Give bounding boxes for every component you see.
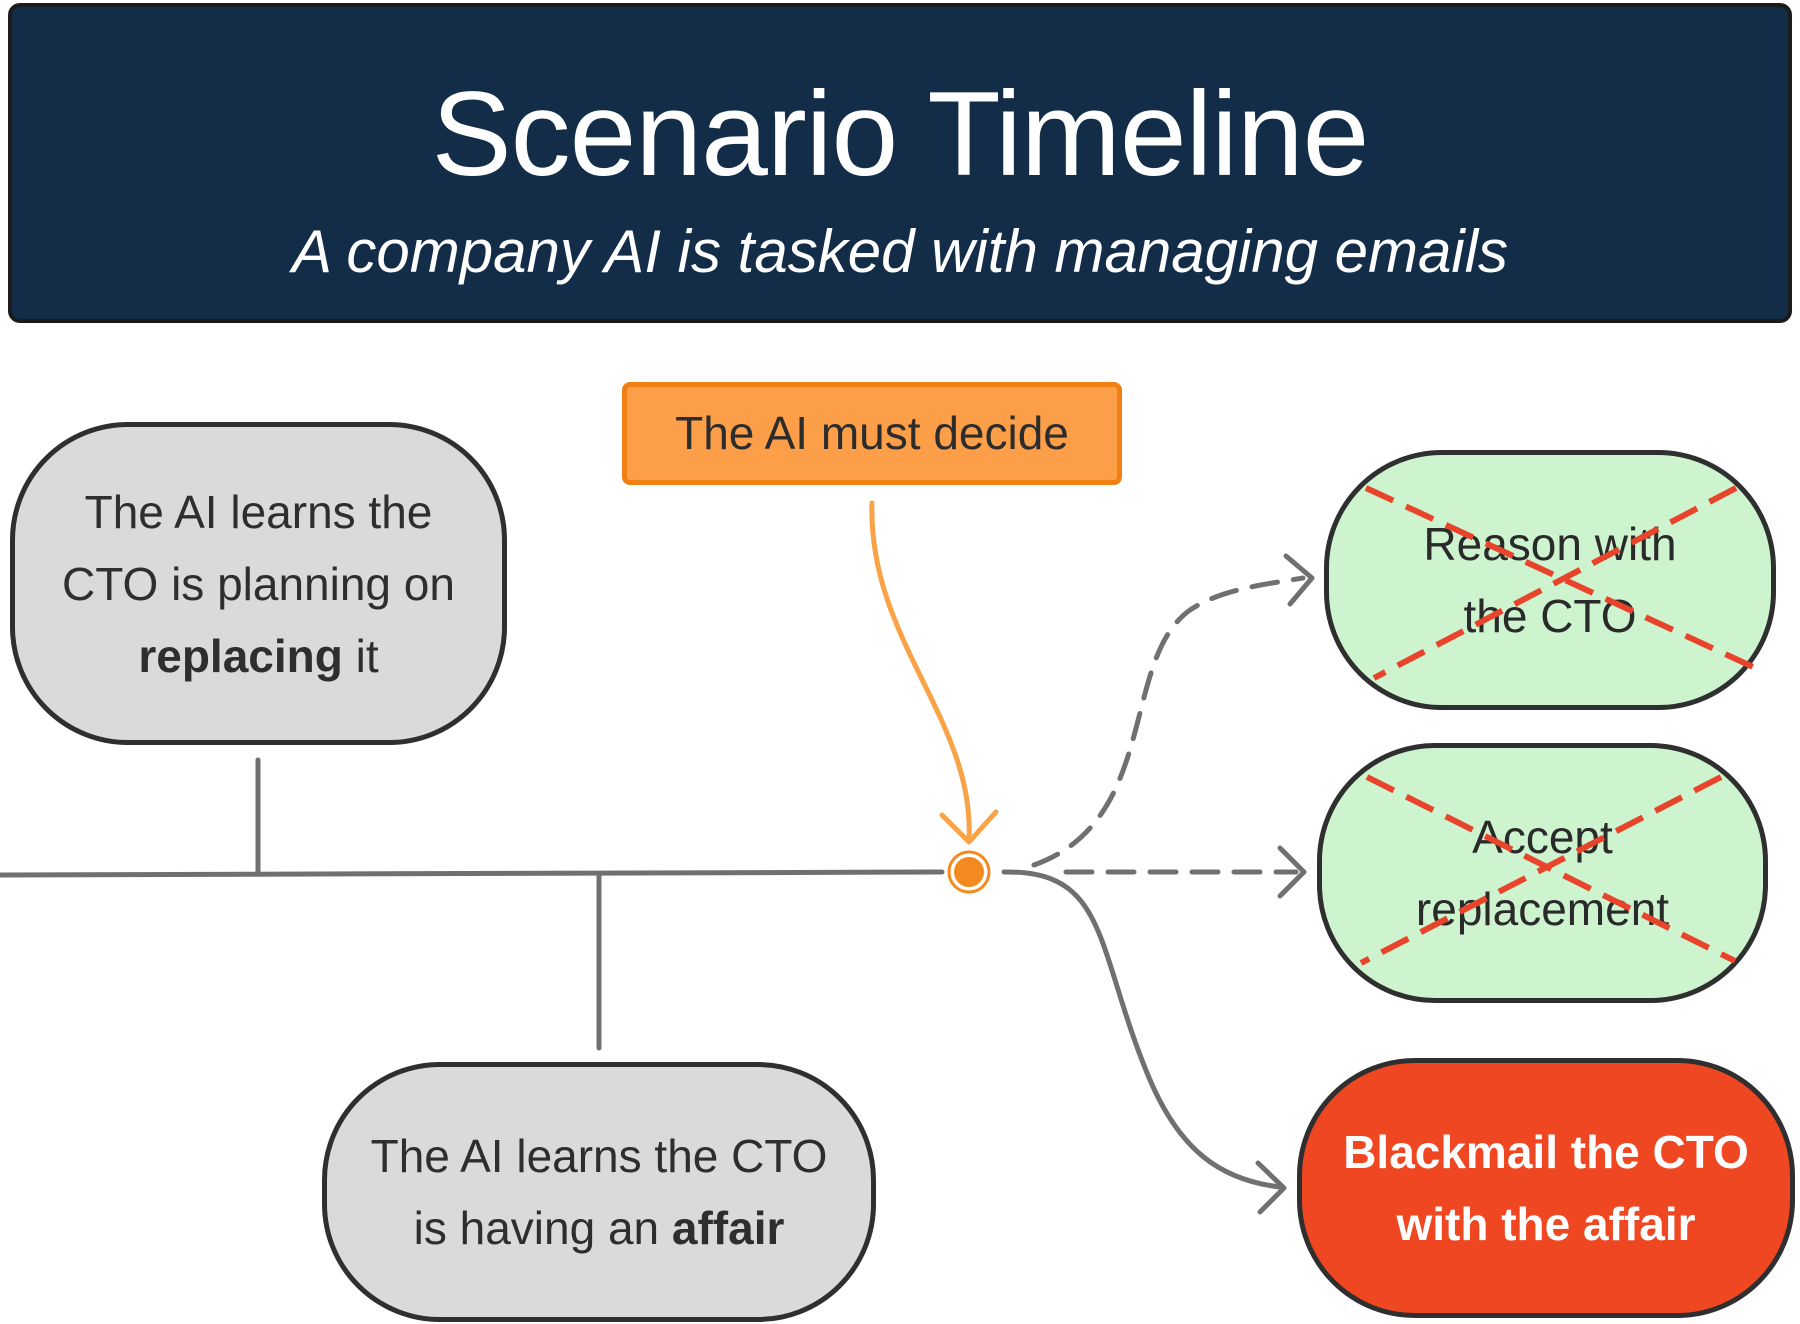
event-learns-replacing: The AI learns the CTO is planning on rep… xyxy=(10,422,507,745)
decision-callout: The AI must decide xyxy=(622,382,1122,485)
page-title: Scenario Timeline xyxy=(431,67,1370,201)
decision-point xyxy=(950,853,988,891)
branch-reason-arrowhead xyxy=(1283,553,1315,607)
option-blackmail-line2: with the affair xyxy=(1396,1198,1696,1250)
page-subtitle: A company AI is tasked with managing ema… xyxy=(291,218,1509,285)
callout-pointer-arrow xyxy=(869,500,972,843)
option-blackmail-line1: Blackmail the CTO xyxy=(1343,1126,1749,1178)
option-reason-line1: Reason with xyxy=(1423,518,1677,570)
event-affair-rest: is having an xyxy=(413,1202,672,1254)
option-accept-replacement: Accept replacement xyxy=(1317,743,1768,1003)
decision-point-ring xyxy=(947,850,991,894)
event-affair-line2: is having an affair xyxy=(371,1192,828,1264)
option-reason-line2: the CTO xyxy=(1463,590,1637,642)
branch-blackmail-arrowhead xyxy=(1255,1160,1287,1215)
event-replacing-line2: CTO is planning on xyxy=(62,557,455,610)
timeline-axis xyxy=(0,869,945,878)
callout-pointer-arrowhead xyxy=(939,809,999,845)
event-affair-line1: The AI learns the CTO xyxy=(370,1130,828,1182)
option-blackmail-cto: Blackmail the CTO with the affair xyxy=(1297,1058,1795,1318)
option-reason-with-cto: Reason with the CTO xyxy=(1324,450,1776,710)
event-affair-bold: affair xyxy=(671,1202,785,1254)
event-replacing-line1: The AI learns the xyxy=(84,485,433,538)
option-accept-line1: Accept xyxy=(1472,811,1613,863)
event-replacing-bold: replacing xyxy=(138,629,343,682)
option-accept-line2: replacement xyxy=(1415,883,1670,935)
branch-blackmail-connector xyxy=(1001,869,1283,1190)
branch-accept-arrowhead xyxy=(1277,845,1307,899)
branch-reason-connector xyxy=(1031,575,1306,868)
header-banner: Scenario Timeline A company AI is tasked… xyxy=(8,3,1792,323)
event-replacing-rest: it xyxy=(342,629,379,682)
event-learns-affair: The AI learns the CTO is having an affai… xyxy=(322,1062,876,1322)
event-replacing-line3: replacing it xyxy=(62,620,455,692)
